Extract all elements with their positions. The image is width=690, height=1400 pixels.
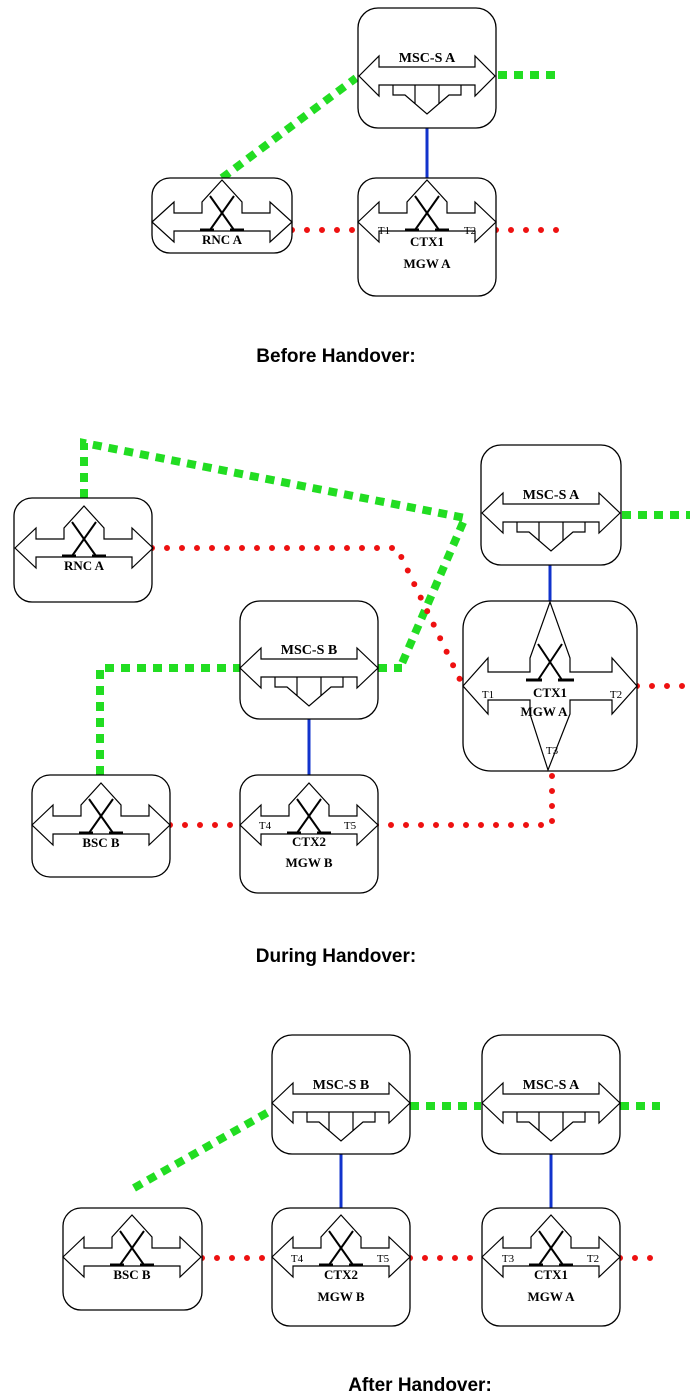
crossed-switch-icon	[239, 782, 379, 847]
before-handover-section: MSC-S A RNC A T1 T2 CTX1 MGW A B	[151, 7, 563, 367]
bsc-b-label: BSC B	[113, 1267, 151, 1282]
before-handover-caption: Before Handover:	[256, 346, 415, 367]
msc-s-a-node: MSC-S A	[480, 444, 622, 566]
after-handover-caption: After Handover:	[348, 1375, 492, 1396]
mgw-a-label: MGW A	[520, 704, 568, 719]
t3-label: T3	[546, 745, 559, 757]
msc-s-a-label: MSC-S A	[399, 51, 456, 66]
mgw-a-node: T3 T2 CTX1 MGW A	[481, 1207, 621, 1327]
crossed-switch-icon	[14, 505, 154, 570]
rnc-a-label: RNC A	[64, 558, 105, 573]
bsc-b-label: BSC B	[82, 835, 120, 850]
crossed-switch-icon	[271, 1214, 411, 1279]
during-handover-section: RNC A MSC-S A MSC-S B	[13, 438, 690, 967]
bsc-b-node: BSC B	[31, 774, 171, 878]
double-arrow-with-down-arrows-icon	[481, 491, 621, 552]
four-way-crossed-switch-icon	[462, 600, 638, 772]
t2-label: T2	[587, 1253, 599, 1265]
msc-s-a-label: MSC-S A	[523, 488, 580, 503]
t1-label: T1	[378, 225, 390, 237]
t4-label: T4	[291, 1253, 304, 1265]
signaling-link-rnc-msc	[219, 74, 359, 182]
bearer-link-mgw-b-mgw-a	[373, 769, 555, 828]
t5-label: T5	[377, 1253, 390, 1265]
t1-label: T1	[482, 689, 494, 701]
msc-s-b-node: MSC-S B	[271, 1034, 411, 1155]
t2-label: T2	[464, 225, 476, 237]
msc-s-a-node: MSC-S A	[481, 1034, 621, 1155]
rnc-a-label: RNC A	[202, 232, 243, 247]
ctx2-label: CTX2	[324, 1267, 358, 1282]
t5-label: T5	[344, 820, 357, 832]
msc-s-b-node: MSC-S B	[239, 600, 379, 720]
signaling-link-bsc-msc-b	[96, 664, 240, 775]
crossed-switch-icon	[357, 179, 497, 244]
double-arrow-with-down-arrows-icon	[358, 54, 496, 115]
rnc-a-node: RNC A	[13, 497, 154, 603]
t2-label: T2	[610, 689, 622, 701]
t4-label: T4	[259, 820, 272, 832]
msc-s-b-label: MSC-S B	[281, 643, 337, 658]
mgw-b-node: T4 T5 CTX2 MGW B	[271, 1207, 411, 1327]
mgw-b-label: MGW B	[317, 1289, 364, 1304]
msc-s-b-label: MSC-S B	[313, 1078, 369, 1093]
crossed-switch-icon	[481, 1214, 621, 1279]
mgw-b-node: T4 T5 CTX2 MGW B	[239, 774, 379, 894]
double-arrow-with-down-arrows-icon	[271, 1081, 411, 1142]
mgw-a-node: T1 T2 T3 CTX1 MGW A	[462, 600, 638, 772]
ctx2-label: CTX2	[292, 834, 326, 849]
mgw-a-node: T1 T2 CTX1 MGW A	[357, 177, 497, 297]
mgw-b-label: MGW B	[285, 855, 332, 870]
msc-s-a-node: MSC-S A	[357, 7, 497, 129]
bsc-b-node: BSC B	[62, 1207, 203, 1311]
msc-s-a-label: MSC-S A	[523, 1078, 580, 1093]
mgw-a-label: MGW A	[403, 256, 451, 271]
rnc-a-node: RNC A	[151, 177, 293, 254]
bearer-link-rnc-mgw-a	[149, 545, 466, 689]
double-arrow-with-down-arrows-icon	[481, 1081, 621, 1142]
t3-label: T3	[502, 1253, 515, 1265]
ctx1-label: CTX1	[533, 685, 567, 700]
double-arrow-with-down-arrows-icon	[239, 646, 379, 707]
crossed-switch-icon	[62, 1214, 202, 1279]
signaling-link-bsc-msc-b	[132, 1106, 274, 1192]
ctx1-label: CTX1	[410, 234, 444, 249]
ctx1-label: CTX1	[534, 1267, 568, 1282]
crossed-switch-icon	[31, 782, 171, 847]
during-handover-caption: During Handover:	[256, 946, 416, 967]
after-handover-section: MSC-S B MSC-S A BSC B	[62, 1034, 665, 1396]
crossed-switch-icon	[151, 179, 293, 244]
mgw-a-label: MGW A	[527, 1289, 575, 1304]
